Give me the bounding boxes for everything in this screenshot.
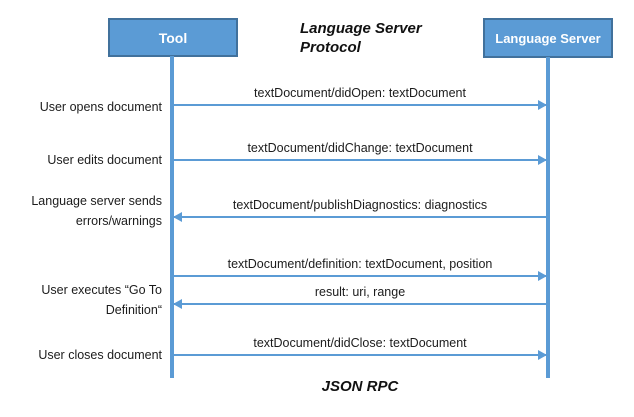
activity-label-edits-document: User edits document: [47, 153, 162, 167]
actor-language-server-label: Language Server: [495, 30, 601, 46]
actor-tool-label: Tool: [158, 29, 188, 46]
footer-label: JSON RPC: [321, 378, 399, 395]
diagram-title: Language Server Protocol: [300, 20, 422, 56]
message-arrow-right-icon: [174, 271, 547, 281]
message-arrow-left-icon: [173, 299, 546, 309]
actor-box-language-server: Language Server: [483, 18, 613, 58]
activity-label-opens-document: User opens document: [39, 100, 162, 114]
message-label-didchange: textDocument/didChange: textDocument: [247, 141, 473, 155]
message-label-result: result: uri, range: [314, 285, 406, 299]
message-label-didclose: textDocument/didClose: textDocument: [253, 336, 467, 350]
activity-label-closes-document: User closes document: [38, 348, 162, 362]
actor-box-tool: Tool: [108, 18, 238, 57]
message-arrow-left-icon: [173, 212, 546, 222]
lifeline-language-server: [546, 57, 550, 378]
message-label-didopen: textDocument/didOpen: textDocument: [254, 86, 466, 100]
message-arrow-right-icon: [174, 350, 547, 360]
activity-label-go-to-definition: User executes “Go To Definition“: [41, 283, 162, 317]
message-arrow-right-icon: [174, 155, 547, 165]
message-arrow-right-icon: [174, 100, 547, 110]
activity-label-errors-warnings: Language server sends errors/warnings: [31, 194, 162, 228]
message-label-definition: textDocument/definition: textDocument, p…: [227, 257, 493, 271]
message-label-publishdiagnostics: textDocument/publishDiagnostics: diagnos…: [232, 198, 488, 212]
lifeline-tool: [170, 56, 174, 378]
